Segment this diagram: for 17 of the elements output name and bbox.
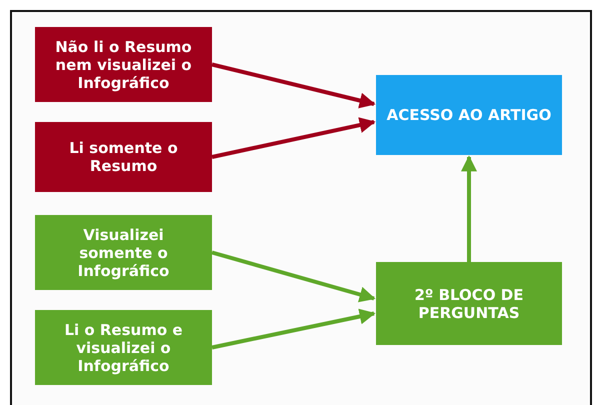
arrow	[212, 117, 376, 159]
process-box	[376, 75, 562, 155]
process-box	[35, 310, 212, 385]
arrow	[211, 250, 376, 302]
process-box	[35, 122, 212, 192]
arrow	[212, 62, 376, 108]
process-box	[376, 262, 562, 345]
box-label: Li somente o Resumo	[68, 139, 179, 175]
process-box	[35, 215, 212, 290]
arrow	[461, 155, 477, 262]
arrow	[212, 308, 376, 350]
box-label: ACESSO AO ARTIGO	[386, 106, 552, 124]
box-label: Visualizei somente o Infográfico	[76, 226, 170, 280]
box-label: Não li o Resumo nem visualizei o Infográfico	[54, 38, 193, 92]
box-label: 2º BLOCO DE PERGUNTAS	[413, 286, 524, 322]
process-box	[35, 27, 212, 102]
box-label: Li o Resumo e visualizei o Infográfico	[63, 320, 184, 374]
